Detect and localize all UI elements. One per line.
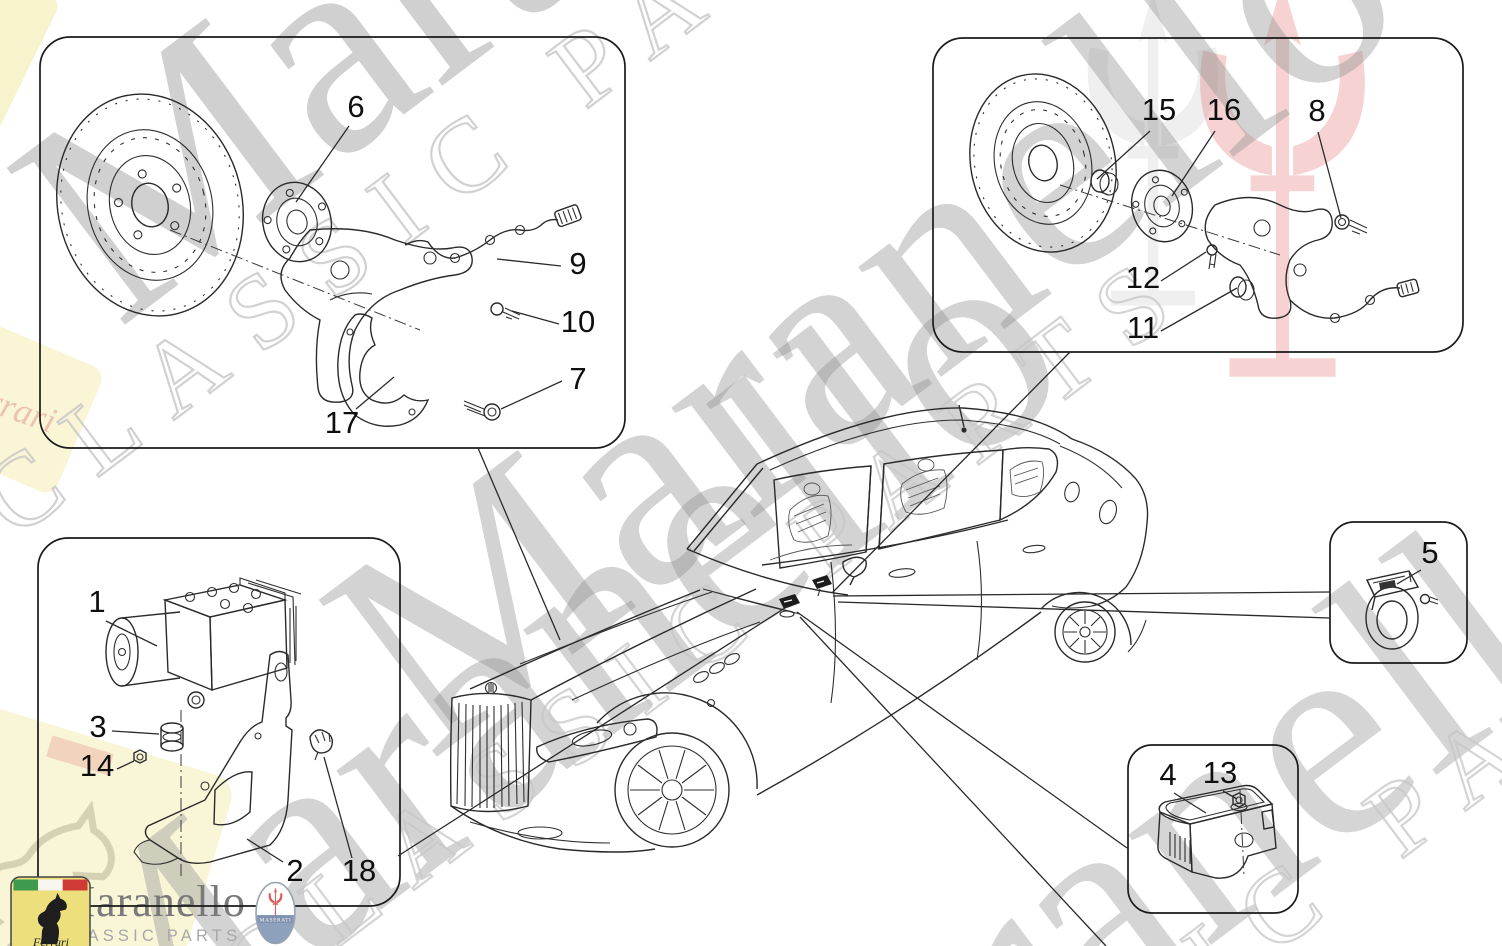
leader-rear-brake-to-car bbox=[831, 351, 1071, 594]
bolt-10-drawing bbox=[490, 302, 521, 320]
panel-ecu-box bbox=[1127, 744, 1299, 914]
ecu-drawing bbox=[1157, 784, 1277, 879]
leader-front-brake-to-car bbox=[477, 447, 561, 641]
car-drawing bbox=[449, 404, 1149, 853]
car-trident-badge bbox=[484, 681, 498, 695]
car-rear-wheel bbox=[1054, 601, 1116, 663]
callout-2[interactable]: 2 bbox=[286, 853, 303, 888]
maserati-emblem: MASERATI bbox=[255, 881, 296, 945]
logo-tagline-text: CLASSIC PARTS bbox=[58, 927, 241, 945]
bolt-12-drawing bbox=[1206, 244, 1218, 270]
rear-brake-drawing bbox=[969, 73, 1420, 324]
callout-12[interactable]: 12 bbox=[1126, 260, 1160, 295]
callout-11[interactable]: 11 bbox=[1127, 310, 1159, 345]
clip-18-drawing bbox=[309, 729, 334, 761]
bolt-7-drawing bbox=[463, 400, 501, 421]
ferrari-badge: Ferrari bbox=[10, 876, 91, 946]
panel-rear-brake-box bbox=[932, 37, 1464, 353]
car-sensor-clip-b bbox=[779, 594, 800, 609]
callout-1[interactable]: 1 bbox=[88, 584, 105, 619]
ferrari-badge-label: Ferrari bbox=[32, 935, 69, 946]
callout-7[interactable]: 7 bbox=[569, 361, 586, 396]
callout-17[interactable]: 17 bbox=[325, 405, 359, 440]
leader-car-to-sensor-box-lower bbox=[837, 601, 1331, 619]
panel-front-brake-box bbox=[39, 36, 626, 449]
callout-3[interactable]: 3 bbox=[89, 709, 106, 744]
callout-15[interactable]: 15 bbox=[1142, 92, 1176, 127]
front-brake-drawing bbox=[56, 93, 582, 427]
bolt-8-drawing bbox=[1334, 214, 1368, 235]
callout-4[interactable]: 4 bbox=[1159, 757, 1176, 792]
bracket-2-drawing bbox=[133, 650, 293, 865]
callout-13[interactable]: 13 bbox=[1203, 755, 1237, 790]
bushing-11-drawing bbox=[1229, 276, 1255, 301]
car-side-mirror bbox=[842, 556, 867, 586]
callout-5[interactable]: 5 bbox=[1421, 535, 1438, 570]
callouts: 6 9 10 7 17 15 16 8 12 11 1 3 14 2 18 5 … bbox=[80, 89, 1439, 888]
leader-car-bottom-edge bbox=[799, 616, 1107, 946]
nut-13-drawing bbox=[1230, 792, 1248, 812]
leader-car-to-sensor-box-upper bbox=[832, 591, 1331, 597]
nut-14-drawing bbox=[133, 749, 147, 764]
leader-car-to-ecu-box bbox=[796, 611, 1128, 849]
leader-lines bbox=[397, 351, 1331, 946]
callout-6[interactable]: 6 bbox=[347, 89, 364, 124]
callout-16[interactable]: 16 bbox=[1207, 92, 1241, 127]
abs-unit-drawing bbox=[105, 577, 334, 876]
sensor-5-drawing bbox=[1365, 570, 1439, 650]
callout-14[interactable]: 14 bbox=[80, 748, 114, 783]
callout-18[interactable]: 18 bbox=[342, 853, 376, 888]
leader-abs-box-to-car bbox=[397, 605, 789, 857]
panel-abs-unit-box bbox=[37, 537, 401, 907]
car-front-wheel bbox=[614, 732, 730, 848]
callout-8[interactable]: 8 bbox=[1308, 93, 1325, 128]
maserati-emblem-label: MASERATI bbox=[260, 918, 292, 924]
callout-10[interactable]: 10 bbox=[561, 304, 595, 339]
car-roof-marker bbox=[958, 404, 965, 428]
callout-9[interactable]: 9 bbox=[569, 246, 586, 281]
bushing-3-drawing bbox=[160, 722, 184, 752]
panel-boxes bbox=[37, 36, 1468, 914]
